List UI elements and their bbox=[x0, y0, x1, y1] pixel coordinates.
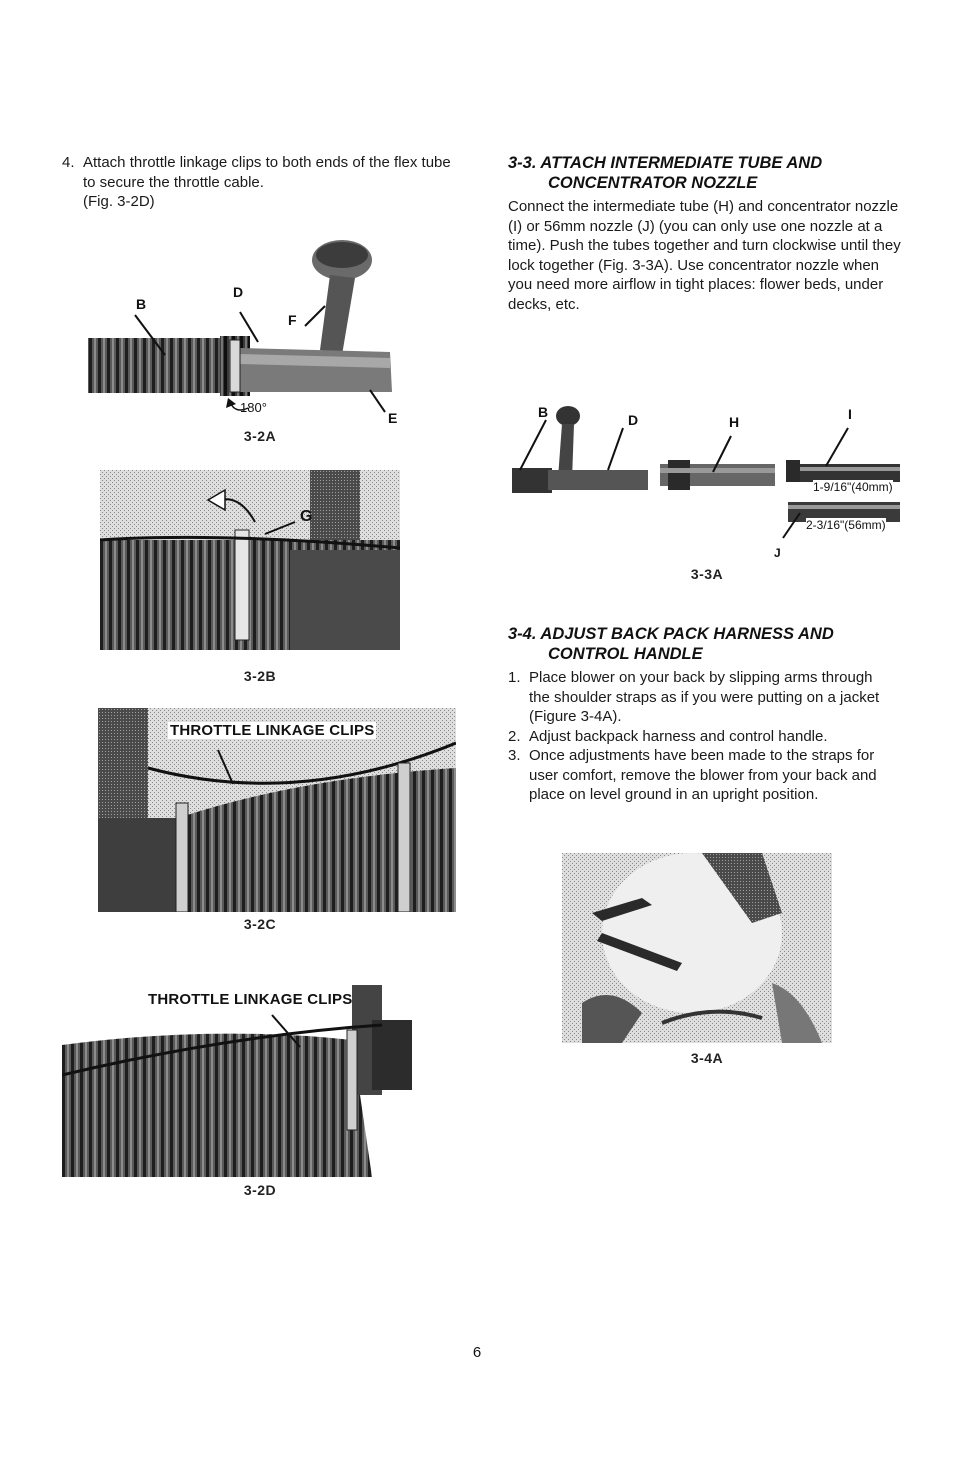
section-3-3-heading-line2: CONCENTRATOR NOZZLE bbox=[548, 174, 758, 192]
step-4-ref: (Fig. 3-2D) bbox=[83, 193, 155, 210]
step-item: 1. Place blower on your back by slipping… bbox=[508, 668, 893, 727]
section-3-3-heading: 3-3. ATTACH INTERMEDIATE TUBE AND CONCEN… bbox=[508, 153, 908, 193]
figure-3-2b: G bbox=[100, 470, 400, 650]
section-3-3: 3-3. ATTACH INTERMEDIATE TUBE AND CONCEN… bbox=[508, 153, 908, 314]
step-item: 2. Adjust backpack harness and control h… bbox=[508, 727, 893, 747]
page-number: 6 bbox=[472, 1344, 482, 1361]
label-b: B bbox=[136, 296, 147, 312]
step-4-number: 4. bbox=[62, 154, 75, 171]
figure-3-3a: B D H I J 1-9/16"(40mm) 2-3/16"(56mm) bbox=[508, 398, 908, 568]
section-3-3-heading-line1: 3-3. ATTACH INTERMEDIATE TUBE AND bbox=[508, 154, 823, 172]
caption-3-2b: 3-2B bbox=[243, 668, 277, 684]
size-40mm: 1-9/16"(40mm) bbox=[813, 480, 893, 494]
label-d-3-3a: D bbox=[628, 412, 639, 428]
label-f: F bbox=[288, 312, 297, 328]
figure-3-4a-illustration bbox=[562, 853, 832, 1043]
figure-3-2c: THROTTLE LINKAGE CLIPS bbox=[98, 708, 456, 912]
figure-3-2b-illustration bbox=[100, 470, 400, 650]
section-3-4-heading-line2: CONTROL HANDLE bbox=[548, 645, 703, 663]
label-h-3-3a: H bbox=[729, 414, 740, 430]
figure-3-2d-illustration bbox=[62, 985, 412, 1177]
label-g: G bbox=[300, 508, 313, 525]
label-b-3-3a: B bbox=[538, 404, 549, 420]
section-3-4-heading-line1: 3-4. ADJUST BACK PACK HARNESS AND bbox=[508, 625, 834, 643]
label-i-3-3a: I bbox=[848, 406, 852, 422]
caption-3-2c: 3-2C bbox=[243, 916, 277, 932]
section-3-4-heading: 3-4. ADJUST BACK PACK HARNESS AND CONTRO… bbox=[508, 624, 908, 664]
figure-3-3a-illustration bbox=[512, 406, 900, 539]
label-e: E bbox=[388, 410, 398, 426]
step-text: Adjust backpack harness and control hand… bbox=[529, 727, 828, 745]
label-j-3-3a: J bbox=[774, 546, 781, 560]
figure-3-2d: THROTTLE LINKAGE CLIPS bbox=[62, 985, 412, 1177]
label-angle: 180° bbox=[240, 400, 267, 415]
section-3-4-steps: 1. Place blower on your back by slipping… bbox=[508, 668, 893, 805]
step-text: Place blower on your back by slipping ar… bbox=[529, 669, 880, 725]
clips-label-3-2d: THROTTLE LINKAGE CLIPS bbox=[148, 991, 353, 1008]
label-d: D bbox=[233, 284, 244, 300]
caption-3-4a: 3-4A bbox=[690, 1050, 724, 1066]
section-3-3-body: Connect the intermediate tube (H) and co… bbox=[508, 198, 901, 313]
figure-3-2a: B D F E 180° bbox=[80, 230, 450, 445]
step-4-text: Attach throttle linkage clips to both en… bbox=[83, 154, 451, 191]
caption-3-2d: 3-2D bbox=[243, 1182, 277, 1198]
step-item: 3. Once adjustments have been made to th… bbox=[508, 746, 893, 805]
figure-3-2c-illustration bbox=[98, 708, 456, 912]
step-number: 2. bbox=[508, 727, 521, 745]
section-3-4: 3-4. ADJUST BACK PACK HARNESS AND CONTRO… bbox=[508, 624, 908, 805]
size-56mm: 2-3/16"(56mm) bbox=[806, 518, 886, 532]
caption-3-3a: 3-3A bbox=[690, 566, 724, 582]
clips-label-3-2c: THROTTLE LINKAGE CLIPS bbox=[168, 722, 377, 739]
step-4: 4. Attach throttle linkage clips to both… bbox=[62, 153, 462, 212]
caption-3-2a: 3-2A bbox=[243, 428, 277, 444]
step-number: 3. bbox=[508, 747, 521, 764]
step-4-item: 4. Attach throttle linkage clips to both… bbox=[62, 153, 462, 212]
figure-3-4a bbox=[562, 853, 832, 1043]
step-text: Once adjustments have been made to the s… bbox=[529, 747, 877, 803]
figure-3-2a-illustration bbox=[88, 240, 392, 413]
step-number: 1. bbox=[508, 669, 521, 686]
